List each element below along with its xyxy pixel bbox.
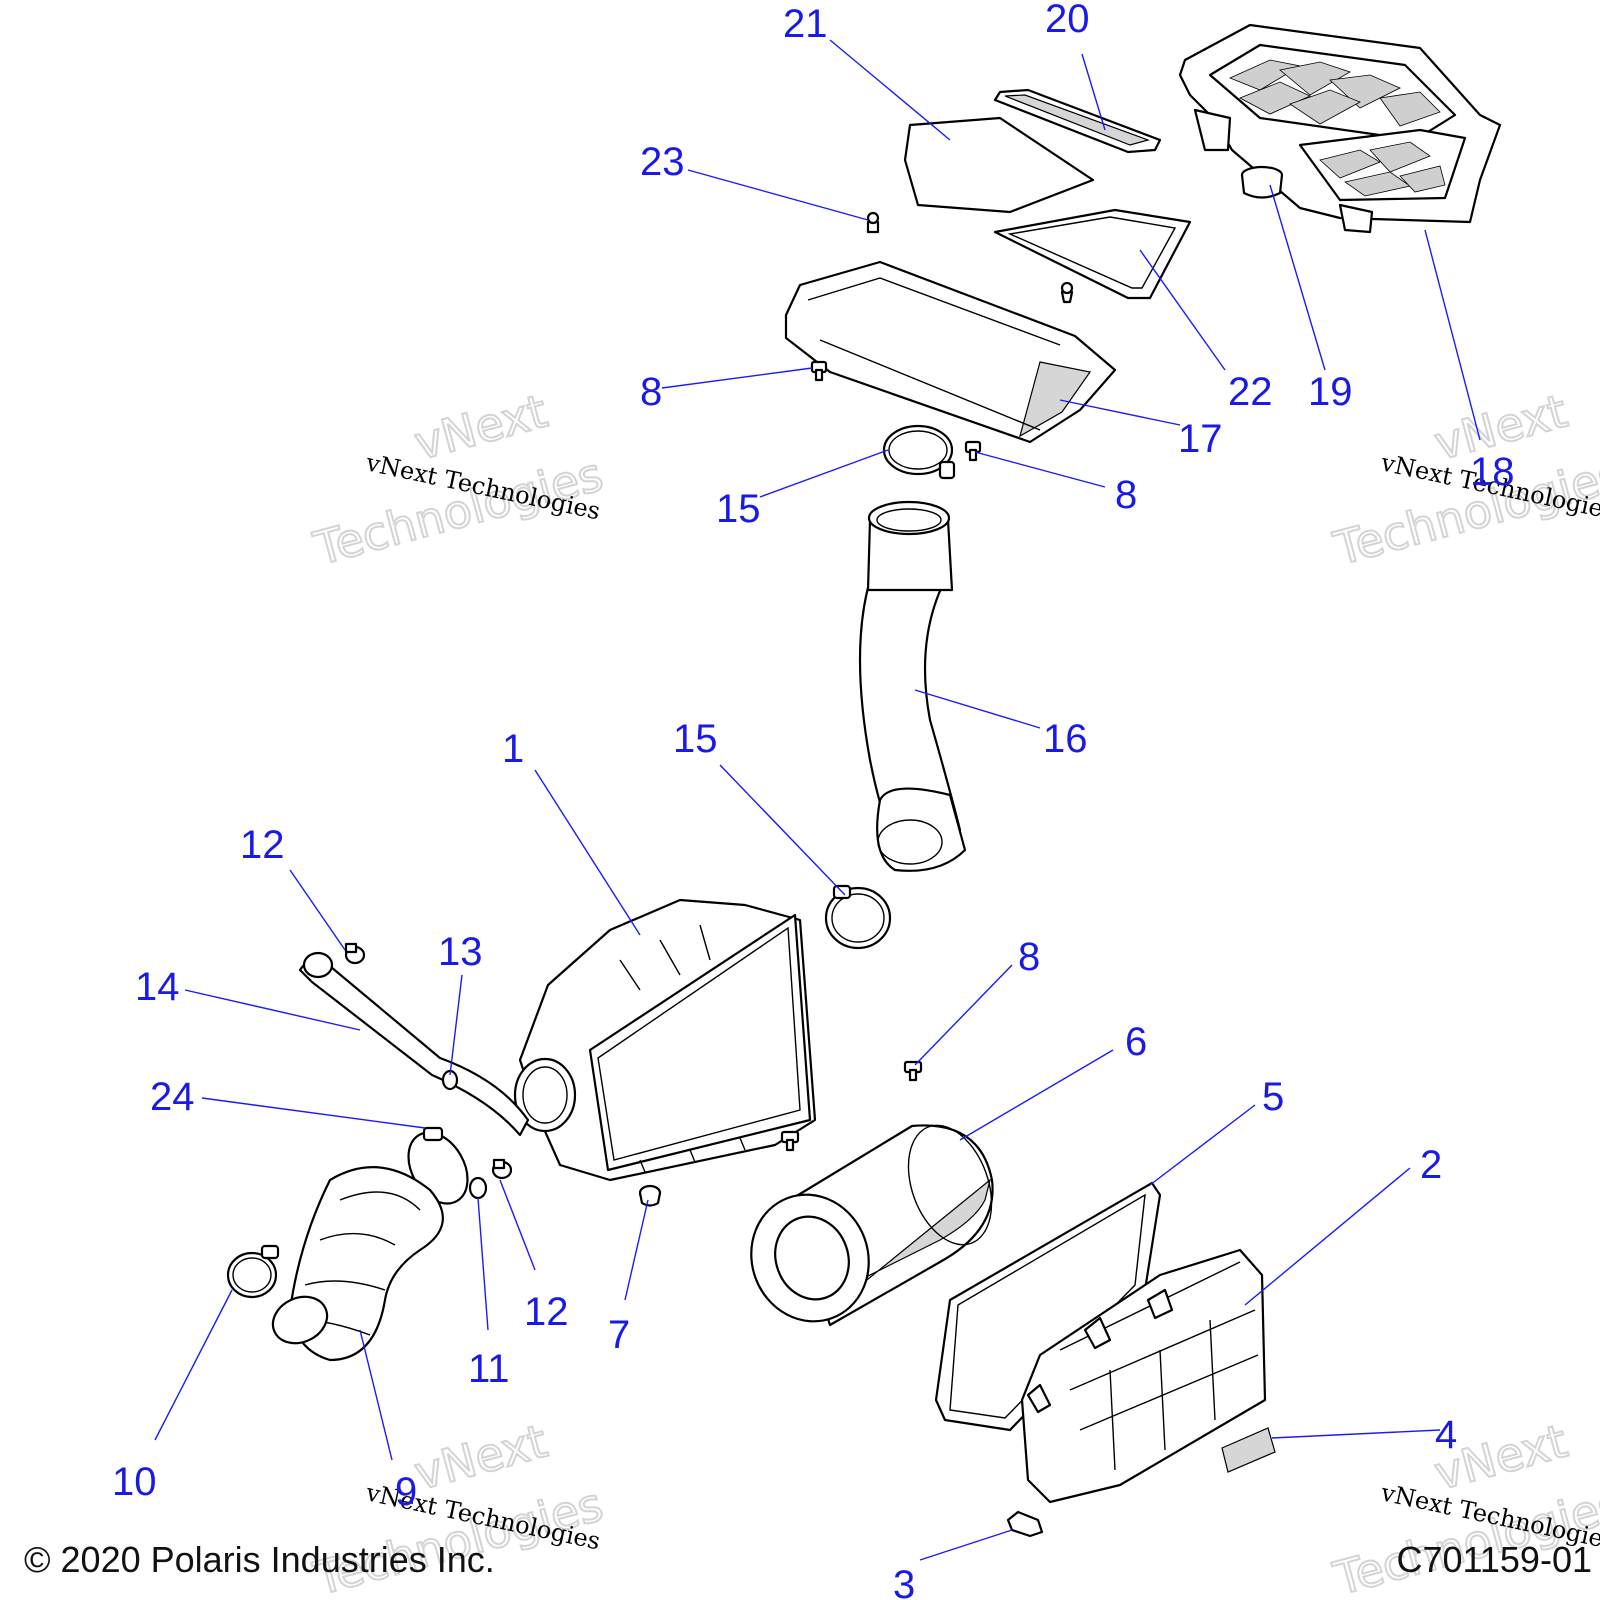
callout-22: 22 [1228,370,1273,414]
watermark-top-right: vNext Technologies vNext Technologies [1327,383,1600,577]
callout-17: 17 [1178,417,1223,461]
callout-20: 20 [1045,0,1090,41]
callout-2: 2 [1420,1143,1442,1187]
callout-12-upper: 12 [240,823,285,867]
copyright-notice: © 2020 Polaris Industries Inc. [24,1539,495,1580]
part-11-grommet [468,1176,488,1200]
callout-1: 1 [502,727,524,771]
callout-8-mid: 8 [1018,935,1040,979]
part-7-grommet [638,1184,662,1207]
part-6-filter [750,1124,994,1327]
callout-11: 11 [468,1347,510,1391]
callout-3: 3 [893,1563,915,1600]
part-8-bolt-cover-right [964,440,982,462]
part-14-hose [298,951,530,1137]
callout-14: 14 [135,965,180,1009]
part-15-clamp-upper [882,424,956,480]
callout-5: 5 [1262,1075,1284,1119]
callout-23: 23 [640,140,685,184]
callout-15-lower: 15 [673,717,718,761]
callout-18: 18 [1470,450,1515,494]
callout-4: 4 [1435,1413,1457,1457]
part-19-grommet [1240,165,1284,199]
callout-6: 6 [1125,1020,1147,1064]
part-1-airbox [513,898,817,1182]
part-12-clamp-upper [344,942,366,965]
part-8-bolt-low [780,1130,800,1152]
leader-lines [154,39,1481,1561]
svg-text:vNext: vNext [409,384,553,471]
callout-numbers: 21 20 23 8 22 19 17 18 15 8 16 1 15 12 1… [112,0,1515,1600]
part-9-elbow [271,1166,444,1362]
part-8-rivet-22 [1060,281,1074,304]
callout-19: 19 [1308,370,1353,414]
part-8-bolt-mid [903,1060,923,1082]
callout-13: 13 [438,930,483,974]
part-2-airbox-lower [1020,1248,1267,1504]
part-21-pad [903,116,1095,214]
watermark-top-left: vNext Technologies vNext Technologies [307,383,609,577]
callout-16: 16 [1043,717,1088,761]
part-3-clip [1006,1510,1044,1538]
part-10-clamp [226,1244,280,1299]
diagram-code: C701159-01 [1397,1539,1593,1580]
part-20-strip [993,88,1162,154]
callout-12-lower: 12 [524,1290,569,1334]
callout-10: 10 [112,1460,157,1504]
callout-21: 21 [783,2,828,46]
part-16-duct [858,500,967,872]
callout-24: 24 [150,1075,195,1119]
callout-15-upper: 15 [716,487,761,531]
callout-8-upper-right: 8 [1115,473,1137,517]
svg-text:vNext: vNext [409,1414,553,1501]
callout-9: 9 [395,1470,417,1514]
part-15-clamp-lower [824,884,892,950]
part-23-rivet [866,211,880,234]
part-17-cover [784,260,1117,444]
part-18-grille [1178,23,1502,234]
part-12-clamp-lower [491,1158,513,1180]
part-22-gasket [993,208,1192,300]
part-4-label [1221,1427,1276,1473]
part-8-bolt-cover-left [810,360,828,382]
callout-7: 7 [608,1313,630,1357]
callout-8: 8 [640,370,662,414]
